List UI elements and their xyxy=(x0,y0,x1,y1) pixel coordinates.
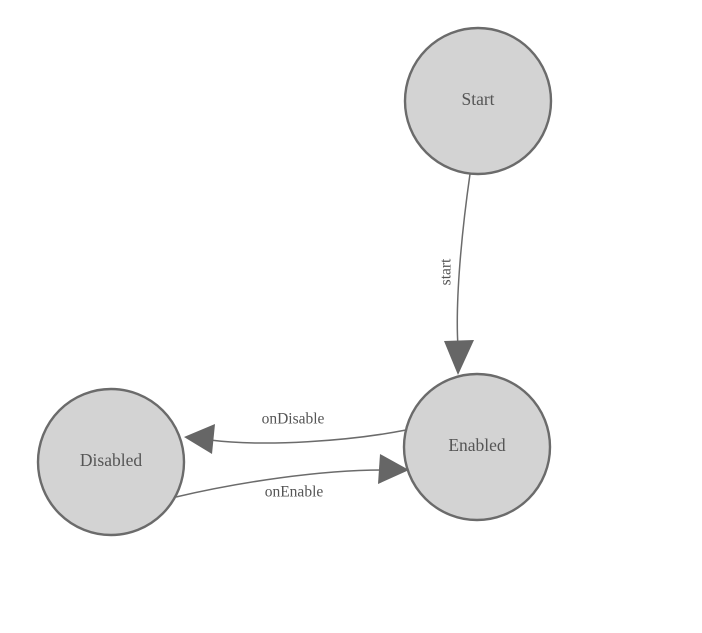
node-start-circle xyxy=(403,26,553,176)
node-disabled-label: Disabled xyxy=(80,450,142,470)
edge-enabled-to-disabled[interactable]: onDisable xyxy=(184,411,407,454)
node-disabled[interactable]: Disabled xyxy=(36,387,186,537)
node-enabled[interactable]: Enabled xyxy=(402,372,552,522)
node-disabled-circle xyxy=(36,387,186,537)
edge-enabled-to-disabled-path xyxy=(209,429,407,444)
node-enabled-circle xyxy=(402,372,552,522)
edge-disabled-to-enabled-arrowhead xyxy=(378,454,409,484)
edge-start-to-enabled[interactable]: start xyxy=(438,173,474,375)
edge-label-start: start xyxy=(438,258,455,285)
edge-disabled-to-enabled[interactable]: onEnable xyxy=(175,454,409,501)
node-start[interactable]: Start xyxy=(403,26,553,176)
edge-enabled-to-disabled-arrowhead xyxy=(184,424,215,454)
edge-label-on-disable: onDisable xyxy=(262,411,325,428)
node-start-label: Start xyxy=(461,89,494,109)
edge-label-on-enable: onEnable xyxy=(265,484,324,501)
edge-start-to-enabled-path xyxy=(456,173,471,348)
edge-start-to-enabled-arrowhead xyxy=(444,340,474,375)
node-enabled-label: Enabled xyxy=(448,435,506,455)
edge-disabled-to-enabled-path xyxy=(175,469,384,498)
